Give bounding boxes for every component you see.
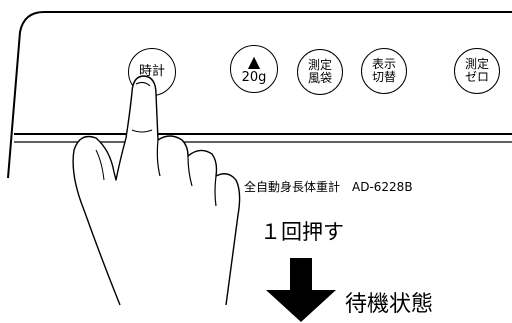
measure-tare-line1: 測定 bbox=[307, 58, 332, 73]
measure-zero-line2: ゼロ bbox=[464, 70, 489, 84]
plus-20g-label: 20g bbox=[241, 69, 267, 85]
display-switch-line1: 表示 bbox=[371, 57, 396, 72]
clock-button-label: 時計 bbox=[138, 64, 165, 80]
measure-tare-button[interactable]: 測定 風袋 bbox=[297, 49, 343, 95]
panel-outline bbox=[7, 11, 512, 179]
display-switch-button[interactable]: 表示 切替 bbox=[361, 48, 407, 94]
model-label: 全自動身長体重計 AD-6228B bbox=[244, 180, 413, 194]
measure-tare-line2: 風袋 bbox=[307, 71, 332, 85]
display-switch-line2: 切替 bbox=[371, 70, 396, 84]
measure-zero-line1: 測定 bbox=[464, 57, 489, 72]
up-triangle-icon: ▲ bbox=[247, 51, 261, 71]
plus-20g-button[interactable]: ▲ 20g bbox=[230, 45, 278, 93]
down-arrow-icon bbox=[266, 258, 336, 322]
instruction-step: １回押す bbox=[260, 220, 344, 244]
measure-zero-button[interactable]: 測定 ゼロ bbox=[454, 48, 500, 94]
instruction-result: 待機状態 bbox=[345, 292, 434, 317]
